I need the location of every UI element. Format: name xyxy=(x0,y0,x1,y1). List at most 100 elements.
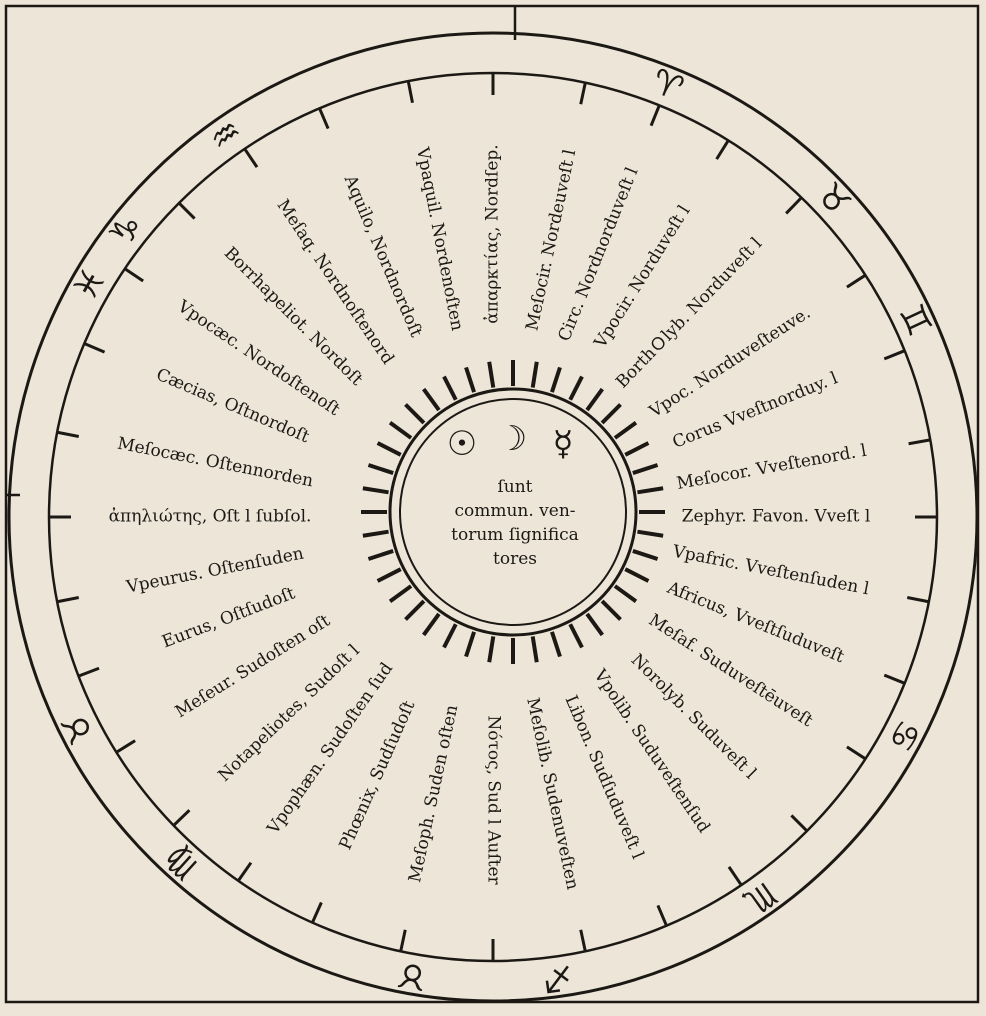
ring-tick xyxy=(124,267,144,283)
sun-ray xyxy=(367,549,394,561)
wind-label: Meſocæc. Oſtennorden xyxy=(116,434,315,492)
ring-tick xyxy=(908,438,931,446)
center-caption: ſunt commun. ven- torum ſignifica tores xyxy=(451,477,579,569)
wind-label: Νότος, Sud l Auſter xyxy=(484,715,504,885)
ring-tick xyxy=(56,430,80,438)
ring-tick xyxy=(846,745,867,761)
sun-ray xyxy=(632,463,659,475)
moon-symbol-icon: ☽ xyxy=(497,419,527,459)
zodiac-sign-icon: ♓ xyxy=(65,261,115,307)
ring-tick xyxy=(649,104,661,127)
wind-label: ἀπηλιώτης, Oſt l ſubſol. xyxy=(109,507,312,527)
ring-tick xyxy=(406,80,414,104)
sun-ray xyxy=(550,631,562,658)
caption-line: commun. ven- xyxy=(454,501,575,521)
sun-ray xyxy=(600,403,622,425)
sun-ray xyxy=(568,623,584,649)
ring-tick xyxy=(906,596,930,604)
wind-label: BorthＯlyb. Norduveſt l xyxy=(612,234,766,393)
mercury-symbol-icon: ☿ xyxy=(553,424,574,464)
sun-ray xyxy=(404,599,426,621)
ring-tick xyxy=(579,929,587,952)
sun-ray xyxy=(613,584,638,603)
ring-tick xyxy=(77,666,100,678)
sun-rays xyxy=(361,360,665,664)
wind-label: ἀπαρκτίας, Nordſep. xyxy=(483,144,503,323)
sun-ray xyxy=(362,529,389,538)
sun-ray xyxy=(464,631,476,658)
ring-tick xyxy=(579,82,587,105)
wind-label: Vpaquil. Nordenoſten xyxy=(412,145,467,333)
sun-ray xyxy=(550,366,562,393)
ring-tick xyxy=(311,901,323,924)
sun-ray xyxy=(585,387,604,412)
sun-ray xyxy=(487,636,496,663)
ring-tick xyxy=(177,201,196,220)
ring-tick xyxy=(846,273,867,289)
ring-tick xyxy=(115,739,136,754)
ring-tick xyxy=(318,107,330,130)
wind-label: Meſocor. Vveſtenord. l xyxy=(675,441,868,494)
ring-tick xyxy=(715,139,730,160)
ring-tick xyxy=(172,809,191,827)
ring-tick xyxy=(883,673,906,685)
ring-tick xyxy=(883,349,906,361)
sun-ray xyxy=(585,612,604,637)
sun-ray xyxy=(362,486,389,495)
sun-ray xyxy=(376,441,402,457)
zodiac-sign-icon: ♋ xyxy=(879,713,929,759)
sun-ray xyxy=(600,599,622,621)
ring-tick xyxy=(399,929,407,952)
sun-ray xyxy=(568,375,584,401)
ring-tick xyxy=(56,596,80,604)
sun-ray xyxy=(530,361,539,388)
ring-tick xyxy=(237,861,253,882)
zodiac-sign-icon: ♏ xyxy=(736,873,784,923)
ring-tick xyxy=(727,866,743,886)
zodiac-sign-icon: ♑ xyxy=(101,206,151,255)
planet-symbols: ☉ ☽ ☿ xyxy=(447,419,574,464)
sun-ray xyxy=(632,549,659,561)
zodiac-sign-icon: ♉ xyxy=(394,953,431,998)
sun-ray xyxy=(487,361,496,388)
zodiac-sign-icon: ♒ xyxy=(202,111,250,161)
sun-ray xyxy=(624,567,650,583)
ring-tick xyxy=(83,342,106,354)
ring-tick xyxy=(243,148,259,168)
sun-ray xyxy=(464,366,476,393)
sun-ray xyxy=(367,463,394,475)
sun-ray xyxy=(388,421,413,440)
sun-ray xyxy=(388,584,413,603)
sun-ray xyxy=(637,529,664,538)
outer-circle xyxy=(7,31,979,1003)
zodiac-sign-icon: ♐ xyxy=(540,956,576,1000)
ring-tick xyxy=(790,814,809,833)
caption-line: torum ſignifica xyxy=(451,525,579,545)
sun-symbol-icon: ☉ xyxy=(447,424,477,464)
sun-ray xyxy=(442,375,458,401)
wind-label: Notapeliotes, Sudoſt l xyxy=(214,641,363,786)
sun-ray xyxy=(530,636,539,663)
sun-ray xyxy=(442,623,458,649)
sun-ray xyxy=(376,567,402,583)
wind-label: Zephyr. Favon. Vveſt l xyxy=(682,507,871,527)
zodiac-sign-icon: ♉ xyxy=(808,175,858,225)
ring-tick xyxy=(785,196,803,215)
sun-ray xyxy=(624,441,650,457)
ring-tick xyxy=(656,904,668,927)
sun-ray xyxy=(637,486,664,495)
sun-ray xyxy=(422,612,441,637)
sun-ray xyxy=(422,387,441,412)
sun-outer-circle xyxy=(388,387,638,637)
sun-inner-circle xyxy=(399,398,627,626)
zodiac-sign-icon: ♍ xyxy=(157,838,206,888)
wind-label: Meſoph. Suden oſten xyxy=(405,703,462,884)
ring-ticks xyxy=(49,73,937,961)
wind-label: Borrhapeliot. Nordoſt xyxy=(220,243,367,390)
caption-line: ſunt xyxy=(497,477,532,497)
caption-line: tores xyxy=(493,549,537,569)
sun-ray xyxy=(613,421,638,440)
sun-ray xyxy=(404,403,426,425)
